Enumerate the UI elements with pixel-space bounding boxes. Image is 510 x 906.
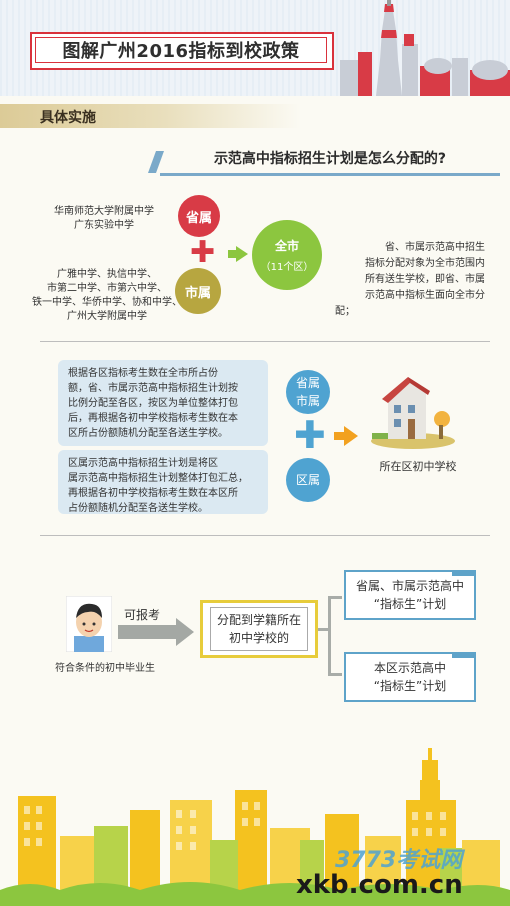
result1-line-1: 省属、市属示范高中 [355, 579, 464, 593]
student-avatar-icon [66, 596, 112, 652]
box1-line-5: 区所占份额随机分配至各送生学校。 [68, 428, 228, 439]
assigned-line-1: 分配到学籍所在 [216, 613, 301, 627]
provincial-circle: 省属 [178, 195, 220, 237]
municipal-school-line-2: 市第二中学、市第六中学、 [47, 283, 167, 294]
district-circle: 区属 [286, 458, 330, 502]
provincial-school-2: 广东实验中学 [74, 220, 134, 231]
box2-line-2: 属示范高中指标招生计划整体打包汇总， [68, 473, 248, 484]
circle-top-line-2: 市属 [295, 394, 320, 408]
municipal-schools-list: 广雅中学、执信中学、 市第二中学、市第六中学、 铁一中学、华侨中学、协和中学、 … [22, 268, 192, 324]
part1-description: 省、市属示范高中招生 指标分配对象为全市范围内 所有送生学校，即省、市属 示范高… [335, 240, 485, 320]
box2-line-3: 再根据各初中学校指标考生数在本区所 [68, 488, 238, 499]
city-label: 全市 [274, 239, 299, 253]
info-box-provincial: 根据各区指标考生数在全市所占份 额，省、市属示范高中指标招生计划按 比例分配至各… [58, 360, 268, 446]
result2-line-1: 本区示范高中 [373, 661, 446, 675]
assigned-line-2: 初中学校的 [228, 631, 289, 645]
connector-top [328, 596, 342, 599]
arrow-right-icon-orange [344, 426, 358, 446]
desc-line-2: 指标分配对象为全市范围内 [365, 258, 485, 269]
box1-line-3: 比例分配至各区，按区为单位整体打包 [68, 398, 238, 409]
divider-1 [40, 341, 490, 342]
question-heading: 示范高中指标招生计划是怎么分配的? [160, 147, 500, 176]
city-skyline-illustration [0, 748, 510, 906]
desc-line-3: 所有送生学校，即省、市属 [365, 274, 485, 285]
gray-arrow-stem [118, 625, 176, 639]
provincial-schools-list: 华南师范大学附属中学 广东实验中学 [34, 205, 174, 233]
assigned-school-box: 分配到学籍所在 初中学校的 [200, 600, 318, 658]
watermark-3773: 3773考试网 [335, 848, 463, 873]
school-label: 所在区初中学校 [379, 460, 457, 473]
arrow-stem-orange [334, 432, 344, 440]
gray-arrow-head-icon [176, 618, 194, 646]
box1-line-4: 后，再根据各初中学校指标考生数在本 [68, 413, 238, 424]
section-bar: 具体实施 [0, 104, 300, 128]
school-house-icon [371, 377, 455, 449]
plus-icon: ✚ [190, 235, 216, 270]
arrow-stem [228, 250, 236, 258]
municipal-school-line-3: 铁一中学、华侨中学、协和中学、 [32, 297, 182, 308]
desc-line-4: 示范高中指标生面向全市分 [365, 290, 485, 301]
section-label: 具体实施 [40, 110, 96, 126]
provincial-municipal-circle: 省属 市属 [286, 370, 330, 414]
city-circle: 全市 （11个区） [252, 220, 322, 290]
apply-label: 可报考 [124, 608, 161, 622]
assigned-school-inner: 分配到学籍所在 初中学校的 [209, 607, 308, 651]
plus-icon-blue: ✚ [294, 413, 326, 457]
provincial-school-1: 华南师范大学附属中学 [54, 206, 154, 217]
watermark-xkb: xkb.com.cn [296, 870, 463, 900]
arrow-right-icon [236, 246, 248, 262]
result1-line-2: “指标生”计划 [373, 597, 447, 611]
box2-line-1: 区属示范高中指标招生计划是将区 [68, 458, 218, 469]
desc-line-5: 配； [335, 306, 355, 317]
box2-line-4: 占份额随机分配至各送生学校。 [68, 503, 208, 514]
info-box-district: 区属示范高中指标招生计划是将区 属示范高中指标招生计划整体打包汇总， 再根据各初… [58, 450, 268, 514]
connector-v [328, 596, 331, 676]
skyline-illustration [340, 0, 510, 96]
result2-line-2: “指标生”计划 [373, 679, 447, 693]
desc-line-1: 省、市属示范高中招生 [385, 242, 485, 253]
result-box-district: 本区示范高中 “指标生”计划 [344, 652, 476, 702]
connector-bottom [328, 673, 342, 676]
city-sub-label: （11个区） [260, 262, 314, 273]
page-title: 图解广州2016指标到校政策 [35, 37, 327, 63]
connector-h [318, 628, 330, 631]
title-frame: 图解广州2016指标到校政策 [30, 32, 334, 70]
municipal-circle: 市属 [175, 268, 221, 314]
box1-line-1: 根据各区指标考生数在全市所占份 [68, 368, 218, 379]
circle-top-line-1: 省属 [295, 376, 320, 390]
result-box-provincial: 省属、市属示范高中 “指标生”计划 [344, 570, 476, 620]
municipal-school-line-4: 广州大学附属中学 [67, 311, 147, 322]
municipal-school-line-1: 广雅中学、执信中学、 [57, 269, 157, 280]
divider-2 [40, 535, 490, 536]
box1-line-2: 额，省、市属示范高中指标招生计划按 [68, 383, 238, 394]
student-label: 符合条件的初中毕业生 [55, 663, 155, 674]
